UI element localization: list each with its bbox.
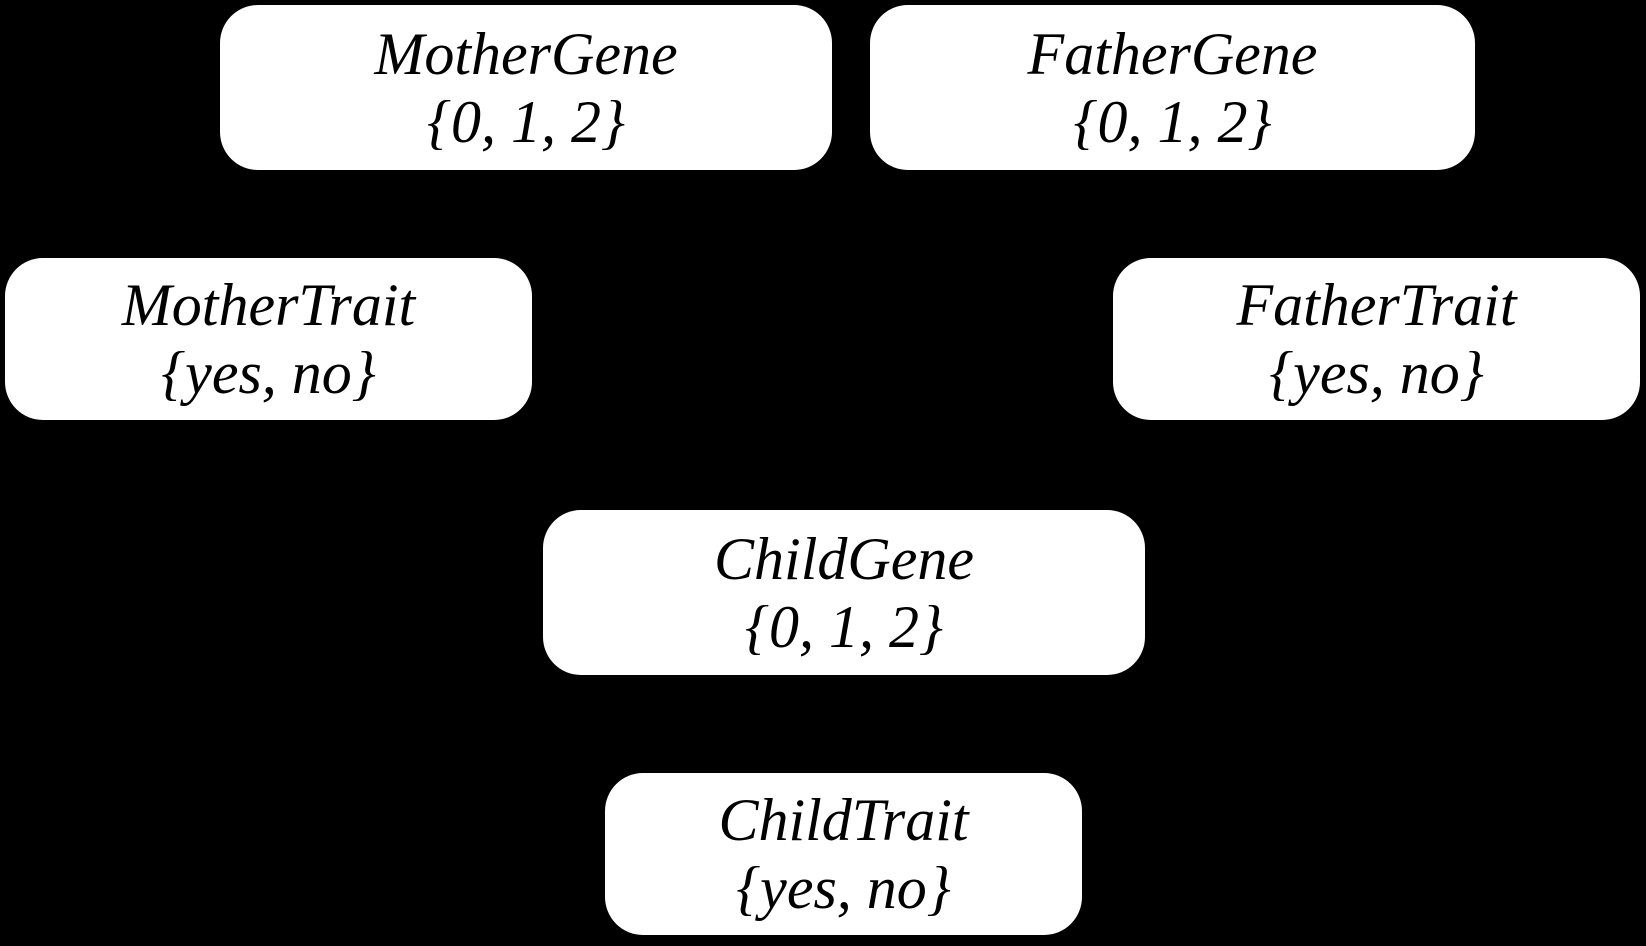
node-father-trait: FatherTrait {yes, no}: [1113, 258, 1640, 420]
node-mother-trait: MotherTrait {yes, no}: [5, 258, 532, 420]
node-father-gene: FatherGene {0, 1, 2}: [870, 5, 1475, 170]
node-mother-gene-values: {0, 1, 2}: [427, 88, 625, 155]
node-father-trait-values: {yes, no}: [1269, 340, 1484, 406]
node-child-gene: ChildGene {0, 1, 2}: [543, 510, 1145, 675]
node-child-gene-values: {0, 1, 2}: [745, 593, 943, 660]
node-child-trait-label: ChildTrait: [718, 787, 969, 853]
node-child-gene-label: ChildGene: [714, 525, 974, 592]
node-mother-gene: MotherGene {0, 1, 2}: [220, 5, 832, 170]
node-mother-trait-label: MotherTrait: [121, 272, 416, 338]
node-mother-gene-label: MotherGene: [374, 20, 678, 87]
node-father-gene-label: FatherGene: [1027, 20, 1318, 87]
node-child-trait: ChildTrait {yes, no}: [605, 773, 1082, 935]
node-child-trait-values: {yes, no}: [736, 855, 951, 921]
node-father-trait-label: FatherTrait: [1236, 272, 1517, 338]
node-mother-trait-values: {yes, no}: [161, 340, 376, 406]
node-father-gene-values: {0, 1, 2}: [1073, 88, 1272, 155]
